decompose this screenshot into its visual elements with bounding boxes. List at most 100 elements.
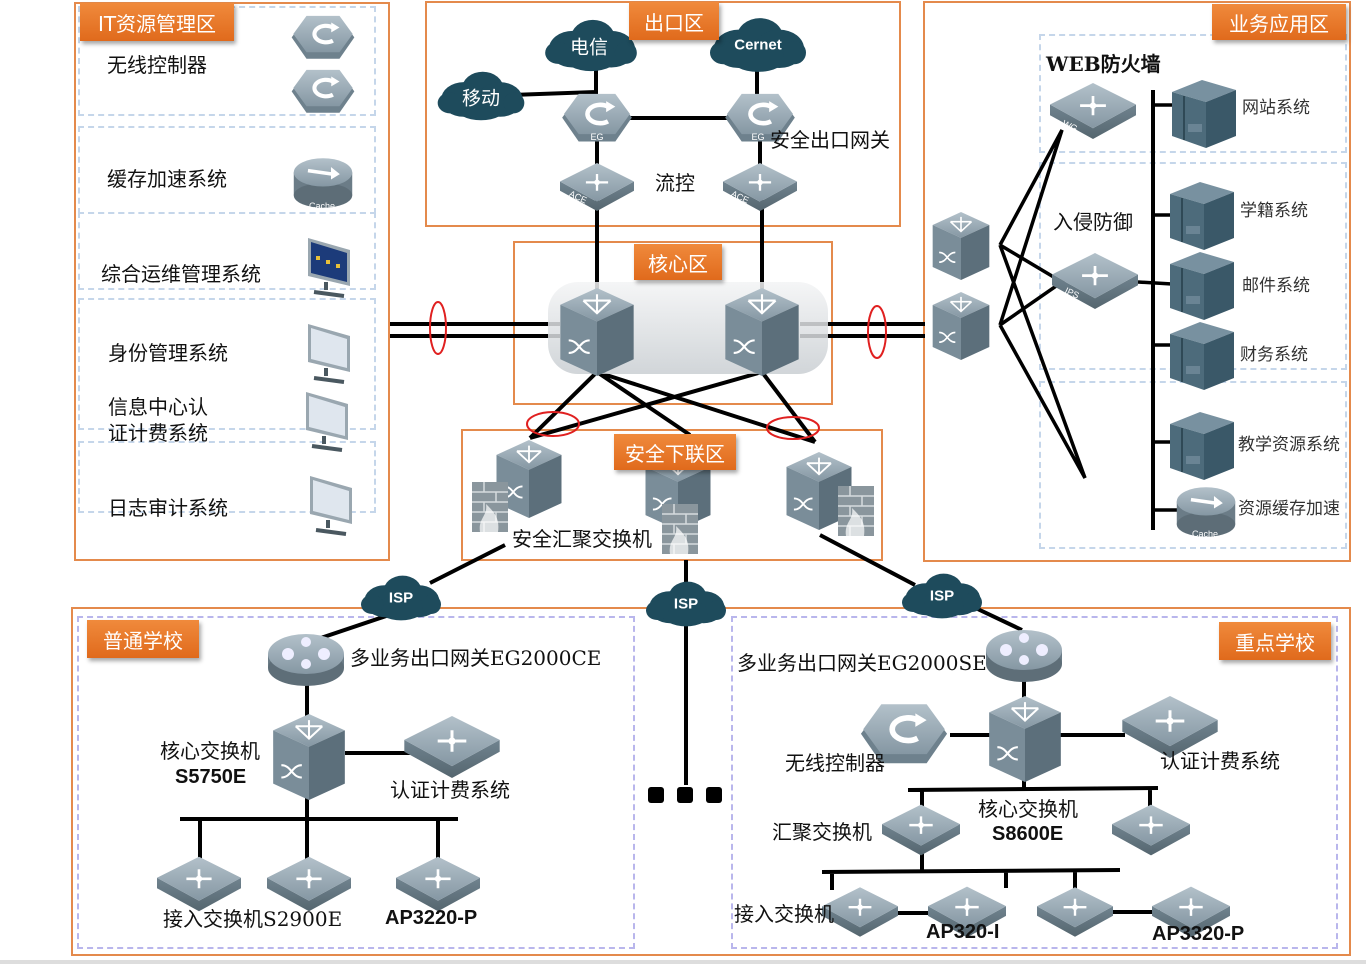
zone-tag-normal-school: 普通学校 xyxy=(87,620,199,658)
access-point-icon xyxy=(396,856,480,912)
zone-tag-core: 核心区 xyxy=(634,244,722,280)
label-access-switch: 接入交换机S2900E xyxy=(163,907,343,931)
label-resource-cache: 资源缓存加速 xyxy=(1238,499,1340,519)
zone-tag-business: 业务应用区 xyxy=(1212,4,1346,40)
label-server-website: 网站系统 xyxy=(1242,98,1310,118)
label-security-aggregation-switch: 安全汇聚交换机 xyxy=(512,527,652,551)
aggregation-switch-icon xyxy=(1112,803,1190,857)
label-auth-billing: 认证计费系统 xyxy=(390,778,510,802)
egress-router-icon xyxy=(986,630,1062,682)
normal-school-links xyxy=(180,682,458,870)
server-icon xyxy=(1170,322,1234,390)
zone-tag-exit: 出口区 xyxy=(629,2,719,40)
label-isp-2: ISP xyxy=(673,595,699,613)
link-business-fan xyxy=(998,129,1087,479)
ring-it xyxy=(429,301,447,355)
label-server-finance: 财务系统 xyxy=(1240,345,1308,365)
link-isp3 xyxy=(819,533,1023,632)
label-security-gateway: 安全出口网关 xyxy=(770,128,890,152)
it-subbox-auth xyxy=(78,298,376,430)
ace-flow-control-icon xyxy=(723,162,797,212)
zone-tag-downlink: 安全下联区 xyxy=(614,434,736,470)
label-aggregation-switch: 汇聚交换机 xyxy=(772,820,872,844)
label-flow-control: 流控 xyxy=(655,171,695,195)
label-access-switch: 接入交换机 xyxy=(734,902,834,926)
cache-tag: Cache xyxy=(1191,529,1219,539)
label-ap: AP3220-P xyxy=(385,907,478,929)
label-web-firewall: WEB防火墙 xyxy=(1046,52,1161,76)
business-switch-icon xyxy=(931,212,991,280)
label-identity: 身份管理系统 xyxy=(108,341,228,365)
business-stubs xyxy=(1137,103,1178,512)
downlink-zone xyxy=(461,429,883,561)
ops-monitor-icon xyxy=(306,236,352,298)
label-core-model: S8600E xyxy=(992,823,1064,845)
zone-tag-it: IT资源管理区 xyxy=(80,3,234,41)
page-bottom-border xyxy=(0,960,1366,964)
label-ops: 综合运维管理系统 xyxy=(101,262,261,286)
label-wlc: 无线控制器 xyxy=(785,751,885,775)
access-switch-icon xyxy=(267,856,351,912)
firewall-icon xyxy=(471,481,509,533)
it-subbox-log xyxy=(78,441,376,513)
ring-business xyxy=(867,305,887,359)
normal-school-box xyxy=(77,616,635,949)
label-server-student-records: 学籍系统 xyxy=(1240,201,1308,221)
label-core-switch: 核心交换机 xyxy=(160,739,260,763)
server-icon xyxy=(1170,252,1234,320)
label-server-teaching-resources: 教学资源系统 xyxy=(1238,435,1340,455)
label-isp-3: ISP xyxy=(929,587,955,605)
auth-billing-icon xyxy=(404,716,500,778)
eg-tag: EG xyxy=(751,132,765,142)
label-core-switch: 核心交换机 xyxy=(978,797,1078,821)
link-eg-ace xyxy=(595,140,762,170)
link-core-it xyxy=(390,322,560,338)
label-isp-1: ISP xyxy=(388,589,414,607)
business-switch-icon xyxy=(931,292,991,360)
ips-icon xyxy=(1052,252,1138,310)
link-aggregation-rings xyxy=(429,301,887,440)
it-subbox-ops xyxy=(78,212,376,290)
label-auth-billing: 认证计费系统 xyxy=(1160,749,1280,773)
label-cernet: Cernet xyxy=(734,36,782,54)
core-switch-icon xyxy=(272,714,346,800)
wireless-controller-icon xyxy=(292,70,355,113)
firewall-icon xyxy=(837,485,875,537)
gateway-text: 多业务出口网关EG2000CE xyxy=(350,646,602,670)
key-school-box xyxy=(731,616,1338,949)
label-egress-gateway-eg2000ce: 多业务出口网关EG2000CE xyxy=(350,646,601,671)
wireless-controller-icon xyxy=(292,16,355,59)
server-icon xyxy=(1170,182,1234,250)
ring-downlink-left xyxy=(526,411,580,437)
log-monitor-icon xyxy=(308,474,354,536)
label-egress-gateway-eg2000se: 多业务出口网关EG2000SE xyxy=(737,651,987,675)
identity-monitor-icon xyxy=(306,322,352,384)
server-icon xyxy=(1172,80,1236,148)
firewall-icon xyxy=(661,503,699,555)
label-auth-line2: 证计费系统 xyxy=(108,421,208,445)
business-zone xyxy=(923,1,1351,562)
ace-flow-control-icon xyxy=(560,162,634,212)
core-switch-icon xyxy=(988,696,1062,782)
eg-tag: EG xyxy=(590,132,604,142)
aggregation-switch-icon xyxy=(882,803,960,857)
label-telecom: 电信 xyxy=(569,36,609,59)
label-cache: 缓存加速系统 xyxy=(107,167,227,191)
label-auth-line1: 信息中心认 xyxy=(108,395,208,419)
label-mobile: 移动 xyxy=(461,87,501,110)
label-wlc: 无线控制器 xyxy=(107,53,207,77)
label-server-mail: 邮件系统 xyxy=(1242,276,1310,296)
core-switch-icon xyxy=(725,288,799,376)
server-icon xyxy=(1170,412,1234,480)
auth-monitor-icon xyxy=(304,390,350,452)
zone-tag-key-school: 重点学校 xyxy=(1219,622,1331,660)
label-ips: 入侵防御 xyxy=(1053,210,1133,234)
label-core-model: S5750E xyxy=(175,766,247,788)
more-dots xyxy=(648,787,722,803)
label-ap1: AP320-I xyxy=(926,921,1000,943)
link-core-downlink xyxy=(528,370,817,444)
access-switch-icon xyxy=(1037,885,1113,939)
label-ap2: AP3320-P xyxy=(1152,923,1245,945)
